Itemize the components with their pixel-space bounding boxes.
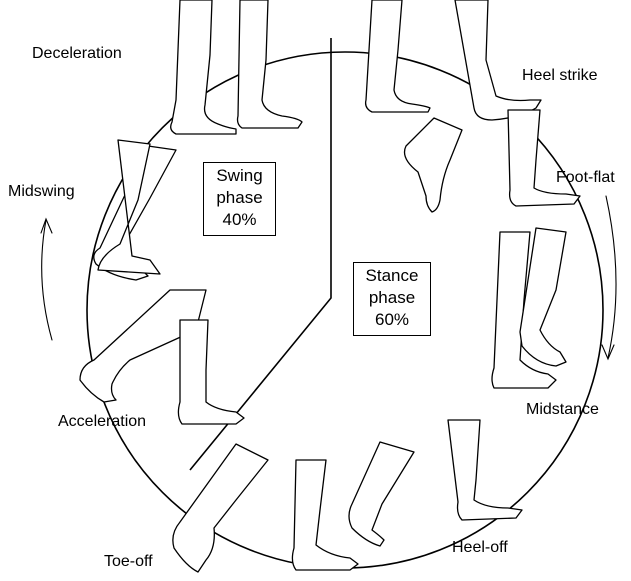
stance-box-line1: Stance: [354, 265, 430, 287]
phase-label-acceleration: Acceleration: [58, 414, 146, 430]
leg-illustration-icon: [349, 420, 522, 546]
phase-label-deceleration: Deceleration: [32, 46, 122, 62]
stance-box-line2: phase: [354, 287, 430, 309]
phase-label-toe-off: Toe-off: [104, 554, 153, 570]
phase-label-heel-strike: Heel strike: [522, 68, 598, 84]
circular-arrow-icon: [41, 219, 52, 340]
swing-box-line2: phase: [204, 187, 275, 209]
phase-label-midstance: Midstance: [526, 402, 599, 418]
phase-label-foot-flat: Foot-flat: [556, 170, 615, 186]
leg-illustration-icon: [173, 444, 358, 572]
stance-phase-box: Stance phase 60%: [353, 262, 431, 336]
leg-illustration-icon: [405, 110, 581, 212]
leg-illustration-icon: [492, 228, 566, 388]
circular-arrow-icon: [602, 196, 616, 359]
stance-box-line3: 60%: [354, 309, 430, 331]
phase-label-heel-off: Heel-off: [452, 540, 508, 556]
swing-box-line1: Swing: [204, 165, 275, 187]
swing-box-line3: 40%: [204, 209, 275, 231]
phase-label-midswing: Midswing: [8, 184, 75, 200]
swing-phase-box: Swing phase 40%: [203, 162, 276, 236]
leg-illustration-icon: [171, 0, 302, 134]
leg-illustration-icon: [94, 140, 176, 280]
leg-illustration-icon: [366, 0, 541, 120]
